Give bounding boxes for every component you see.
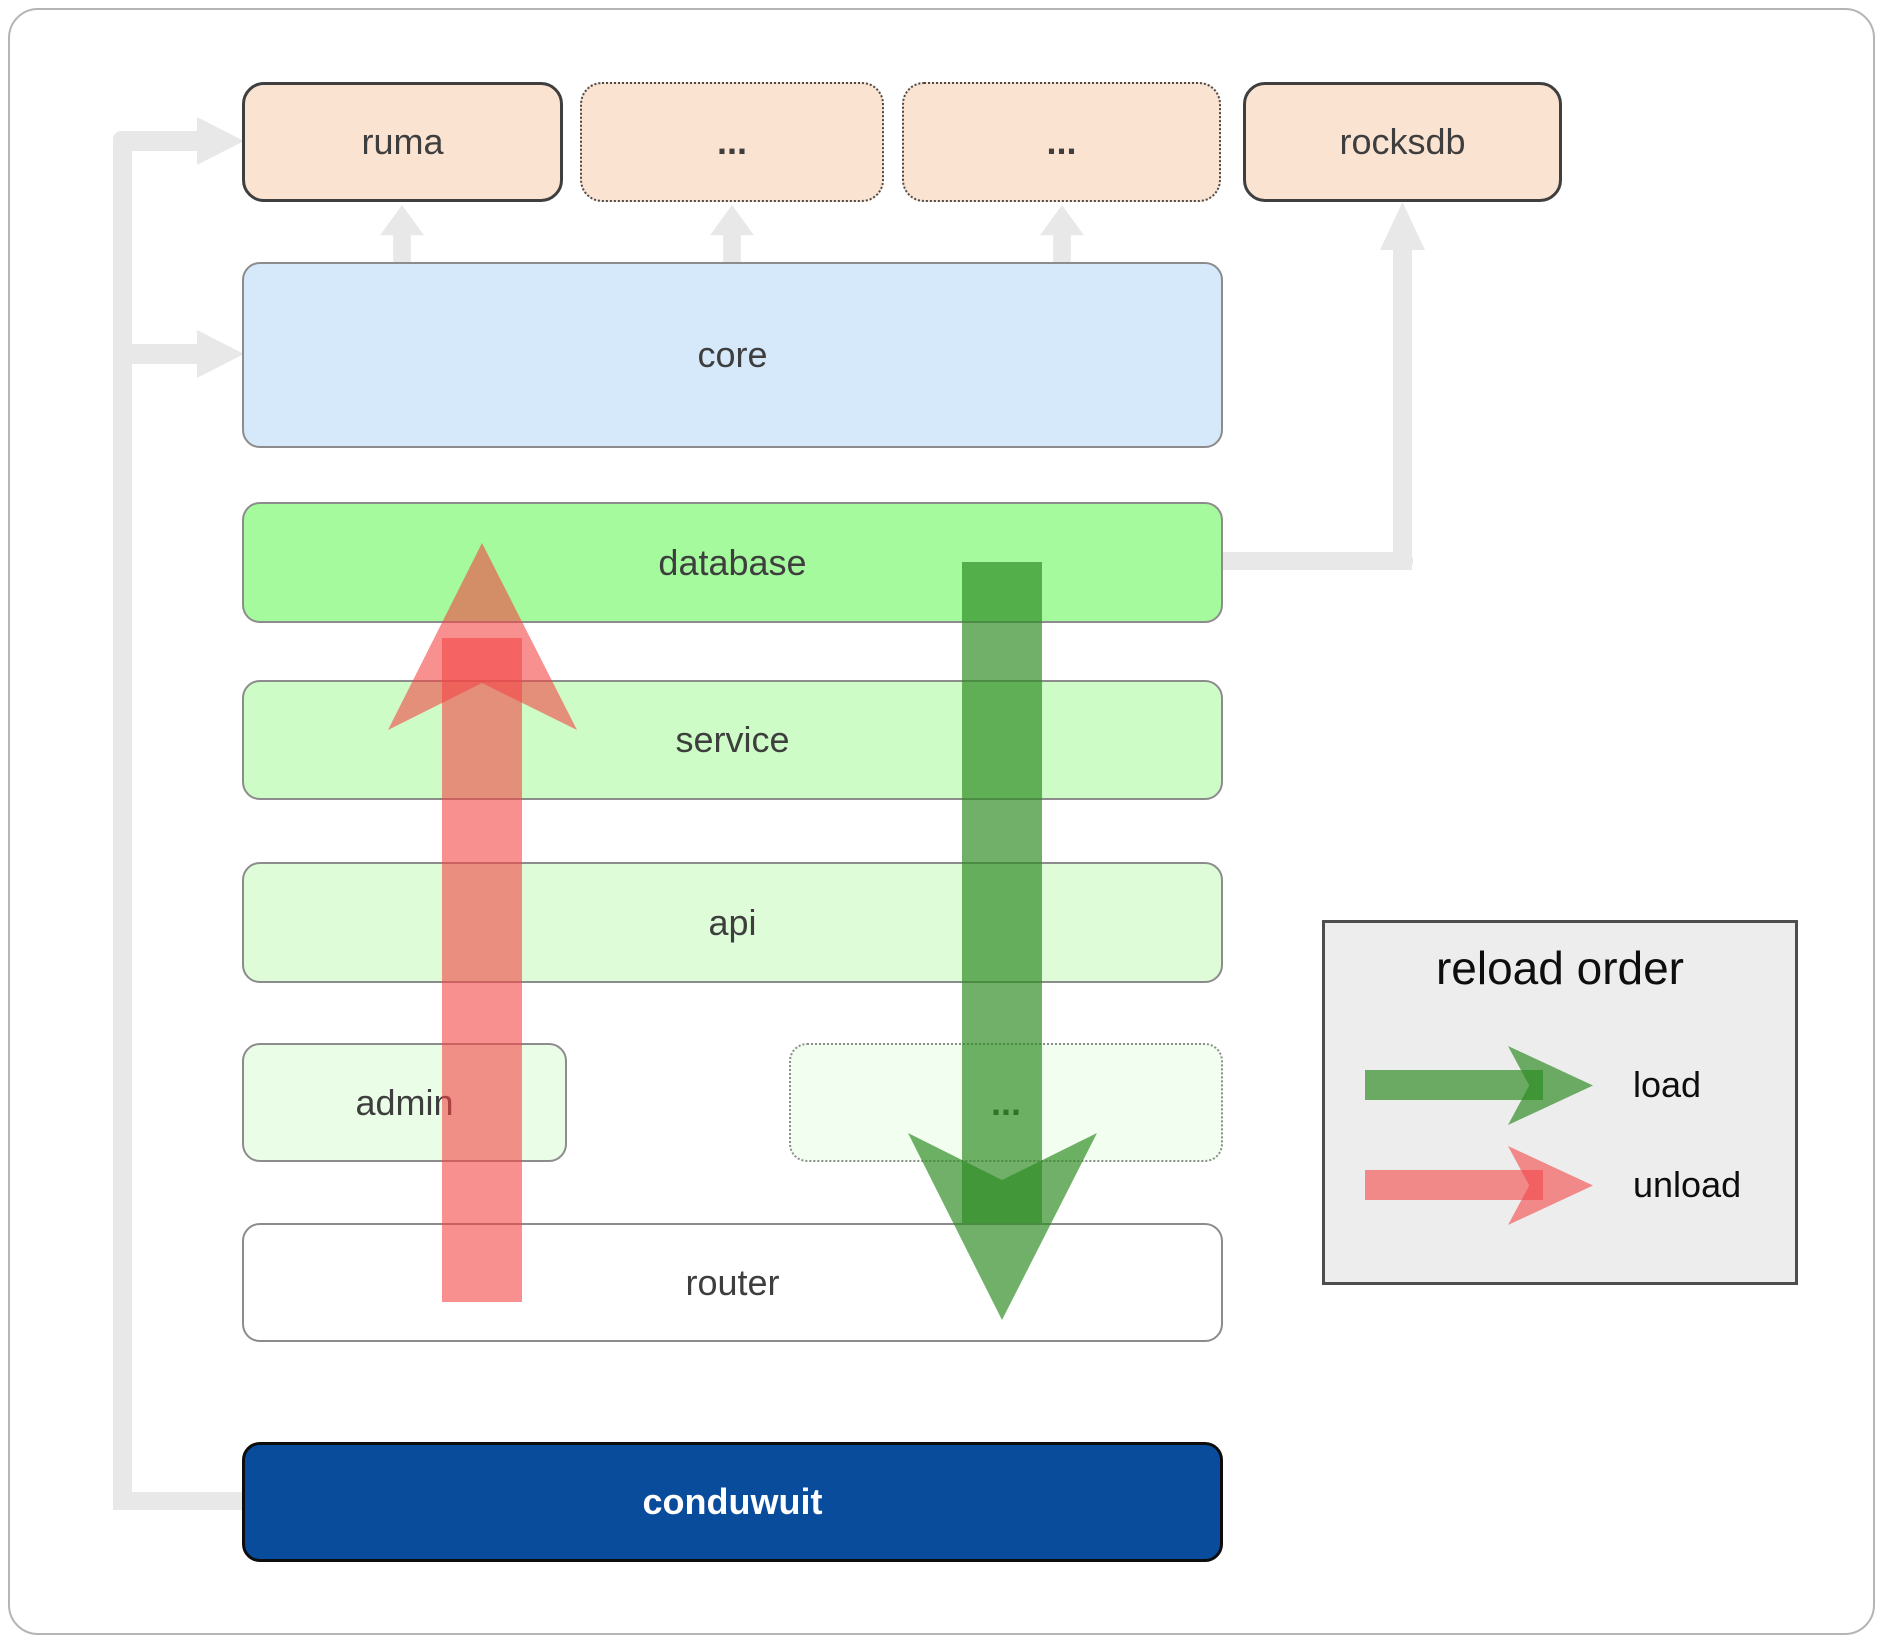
node-conduwuit-label: conduwuit — [642, 1481, 823, 1522]
diagram-frame — [8, 8, 1875, 1635]
conduwuit-dependency-line — [113, 131, 132, 1510]
unload-arrow-stem — [442, 638, 522, 1302]
node-database: database — [242, 502, 1223, 623]
node-admin-label: admin — [355, 1081, 454, 1123]
database-to-rocksdb-line-horizontal — [1223, 552, 1413, 570]
node-api: api — [242, 862, 1223, 983]
node-core: core — [242, 262, 1223, 448]
node-dots-top-right-label: ... — [1046, 121, 1077, 162]
node-router-label: router — [685, 1261, 780, 1303]
node-rocksdb: rocksdb — [1243, 82, 1562, 202]
legend-unload-label: unload — [1633, 1164, 1742, 1205]
node-dots-top-left-label: ... — [716, 121, 747, 162]
legend-unload-arrow-icon — [1365, 1170, 1543, 1200]
conduwuit-connector-stem — [113, 1492, 244, 1510]
node-router: router — [242, 1223, 1223, 1342]
node-database-label: database — [658, 541, 807, 583]
node-service: service — [242, 680, 1223, 800]
node-core-label: core — [697, 334, 768, 375]
legend-reload-order: reload order load unload — [1322, 920, 1798, 1285]
node-conduwuit: conduwuit — [242, 1442, 1223, 1562]
database-to-rocksdb-line-vertical — [1393, 246, 1412, 570]
node-api-label: api — [708, 901, 757, 943]
load-arrow-stem — [962, 562, 1042, 1223]
node-ruma: ruma — [242, 82, 563, 202]
node-service-label: service — [675, 719, 790, 760]
legend-load-arrow-icon — [1365, 1070, 1543, 1100]
node-dots-top-right: ... — [902, 82, 1221, 202]
legend-load-label: load — [1633, 1064, 1702, 1105]
node-dots-top-left: ... — [580, 82, 884, 202]
node-ruma-label: ruma — [361, 121, 444, 162]
legend-title: reload order — [1435, 942, 1685, 994]
node-rocksdb-label: rocksdb — [1339, 121, 1466, 162]
